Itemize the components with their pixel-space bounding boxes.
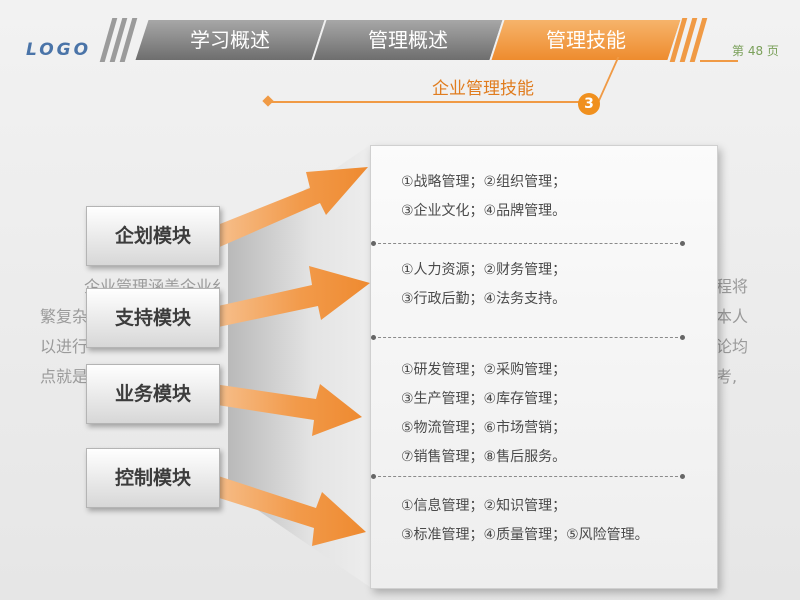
paragraph-line: 以进行	[40, 337, 89, 356]
section-line: ①人力资源；②财务管理；	[401, 262, 567, 278]
section-divider	[371, 474, 685, 479]
paragraph-fragment: 本人	[716, 307, 749, 326]
subtitle-underline	[268, 101, 588, 103]
panel-perspective-side	[228, 145, 370, 587]
section-line: ①信息管理；②知识管理；	[401, 498, 567, 514]
section-line: ③行政后勤；④法务支持。	[401, 291, 567, 307]
paragraph-fragment: 论均	[716, 337, 749, 356]
section-line: ⑤物流管理；⑥市场营销；	[401, 420, 567, 436]
header-decor-right	[669, 18, 738, 62]
module-planning[interactable]: 企划模块	[86, 206, 220, 266]
section-line: ①研发管理；②采购管理；	[401, 362, 567, 378]
section-divider	[371, 241, 685, 246]
content-panel: ①战略管理；②组织管理； ③企业文化；④品牌管理。 ①人力资源；②财务管理； ③…	[370, 145, 718, 589]
tab-management-overview[interactable]: 管理概述	[313, 20, 506, 60]
section-control: ①信息管理；②知识管理； ③标准管理；④质量管理；⑤风险管理。	[401, 492, 649, 550]
page-number: 第 48 页	[732, 44, 779, 58]
subtitle-number-badge: 3	[578, 93, 600, 115]
section-planning: ①战略管理；②组织管理； ③企业文化；④品牌管理。	[401, 168, 566, 226]
section-support: ①人力资源；②财务管理； ③行政后勤；④法务支持。	[401, 256, 566, 314]
section-business: ①研发管理；②采购管理； ③生产管理；④库存管理； ⑤物流管理；⑥市场营销； ⑦…	[401, 356, 566, 472]
paragraph-right-fragments: 程将 本人 论均 考,	[716, 272, 748, 392]
module-control[interactable]: 控制模块	[86, 448, 220, 508]
paragraph-line: 点就是	[40, 367, 89, 386]
section-line: ③企业文化；④品牌管理。	[401, 203, 567, 219]
subtitle-bullet	[262, 95, 274, 107]
module-business[interactable]: 业务模块	[86, 364, 220, 424]
paragraph-fragment: 程将	[716, 277, 749, 296]
section-divider	[371, 335, 685, 340]
tab-study-overview[interactable]: 学习概述	[135, 20, 328, 60]
section-line: ①战略管理；②组织管理；	[401, 174, 567, 190]
section-line: ③生产管理；④库存管理；	[401, 391, 567, 407]
paragraph-fragment: 考,	[716, 367, 738, 386]
tab-management-skills[interactable]: 管理技能	[491, 20, 684, 60]
module-support[interactable]: 支持模块	[86, 288, 220, 348]
subtitle-title: 企业管理技能	[432, 79, 534, 99]
paragraph-line: 繁复杂	[40, 307, 89, 326]
subtitle-connector	[596, 57, 620, 105]
section-line: ⑦销售管理；⑧售后服务。	[401, 449, 567, 465]
logo: LOGO	[26, 40, 92, 60]
section-line: ③标准管理；④质量管理；⑤风险管理。	[401, 527, 649, 543]
header-decor-left	[99, 18, 140, 62]
